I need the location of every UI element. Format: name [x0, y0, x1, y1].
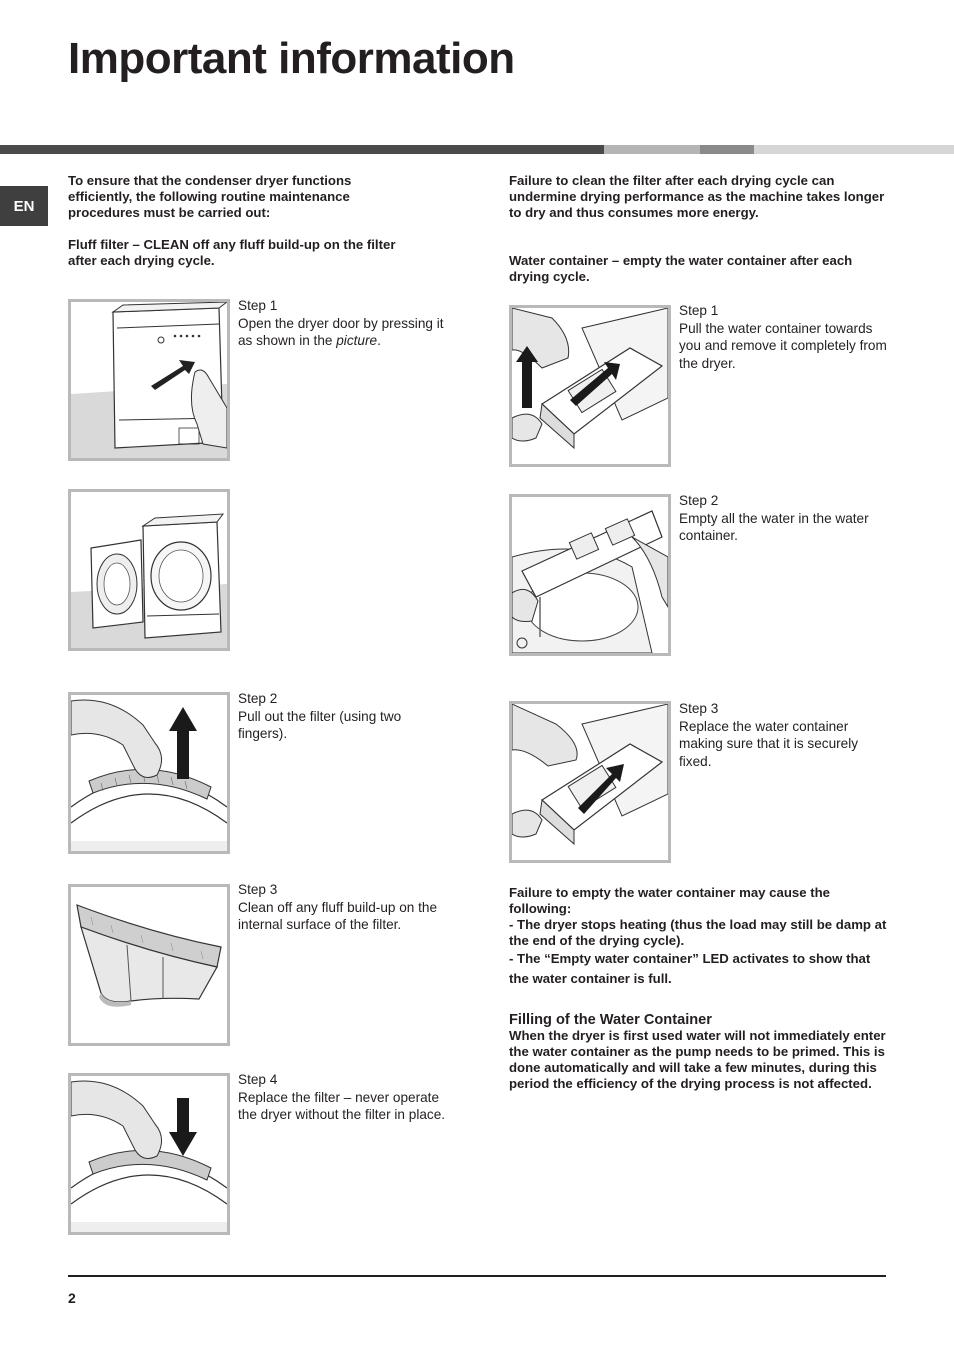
dryer-open-door-illustration — [71, 492, 227, 648]
left-step-1: Step 1 Open the dryer door by pressing i… — [238, 297, 448, 350]
left-step-2: Step 2 Pull out the filter (using two fi… — [238, 690, 448, 743]
water-container-heading: Water container – empty the water contai… — [509, 253, 853, 284]
step-text-emphasis: picture — [336, 333, 378, 348]
failure-empty-line3: - The “Empty water container” LED activa… — [509, 951, 871, 986]
step-label: Step 2 — [679, 493, 719, 508]
figure-empty-container — [509, 494, 671, 656]
page-title: Important information — [68, 34, 515, 83]
left-step-4: Step 4 Replace the filter – never operat… — [238, 1071, 448, 1124]
figure-pull-container — [509, 305, 671, 467]
step-text: Pull the water container towards you and… — [679, 320, 887, 371]
filling-heading: Filling of the Water Container — [509, 1012, 712, 1028]
language-tab[interactable]: EN — [0, 186, 48, 226]
step-text: Replace the water container making sure … — [679, 718, 859, 769]
replace-container-illustration — [512, 704, 668, 860]
header-bar-dark — [0, 145, 604, 154]
figure-open-door — [68, 299, 230, 461]
step-label: Step 1 — [679, 303, 719, 318]
language-tab-label: EN — [13, 197, 35, 215]
pull-container-illustration — [512, 308, 668, 464]
failure-empty-line1: Failure to empty the water container may… — [509, 885, 830, 916]
page-number: 2 — [68, 1290, 76, 1306]
step-text: Empty all the water in the water contain… — [679, 510, 869, 544]
right-step-2: Step 2 Empty all the water in the water … — [679, 492, 889, 545]
failure-clean-text: Failure to clean the filter after each d… — [509, 173, 885, 220]
figure-replace-container — [509, 701, 671, 863]
filling-text: When the dryer is first used water will … — [509, 1028, 886, 1091]
replace-filter-illustration — [71, 1076, 227, 1232]
footer-rule — [68, 1275, 886, 1277]
figure-replace-filter — [68, 1073, 230, 1235]
failure-empty-line2: - The dryer stops heating (thus the load… — [509, 917, 887, 948]
step-text: Replace the filter – never operate the d… — [238, 1089, 446, 1123]
right-step-3: Step 3 Replace the water container makin… — [679, 700, 889, 770]
empty-container-illustration — [512, 497, 668, 653]
step-label: Step 3 — [238, 882, 278, 897]
figure-pull-filter — [68, 692, 230, 854]
step-label: Step 4 — [238, 1072, 278, 1087]
header-bar-light — [604, 145, 700, 154]
step-label: Step 1 — [238, 298, 278, 313]
step-text: Clean off any fluff build-up on the inte… — [238, 899, 438, 933]
header-bar-mid — [700, 145, 754, 154]
step-text: Pull out the filter (using two fingers). — [238, 708, 402, 742]
step-label: Step 2 — [238, 691, 278, 706]
pull-filter-illustration — [71, 695, 227, 851]
figure-clean-filter — [68, 884, 230, 1046]
header-bar-lighter — [754, 145, 954, 154]
filter-illustration — [71, 887, 227, 1043]
intro-text: To ensure that the condenser dryer funct… — [68, 173, 352, 220]
dryer-front-illustration — [71, 302, 227, 458]
right-step-1: Step 1 Pull the water container towards … — [679, 302, 889, 372]
step-label: Step 3 — [679, 701, 719, 716]
fluff-filter-heading: Fluff filter – CLEAN off any fluff build… — [68, 237, 396, 268]
step-text-end: . — [377, 333, 381, 348]
step-text: Open the dryer door by pressing it as sh… — [238, 315, 444, 349]
figure-door-open — [68, 489, 230, 651]
left-step-3: Step 3 Clean off any fluff build-up on t… — [238, 881, 448, 934]
